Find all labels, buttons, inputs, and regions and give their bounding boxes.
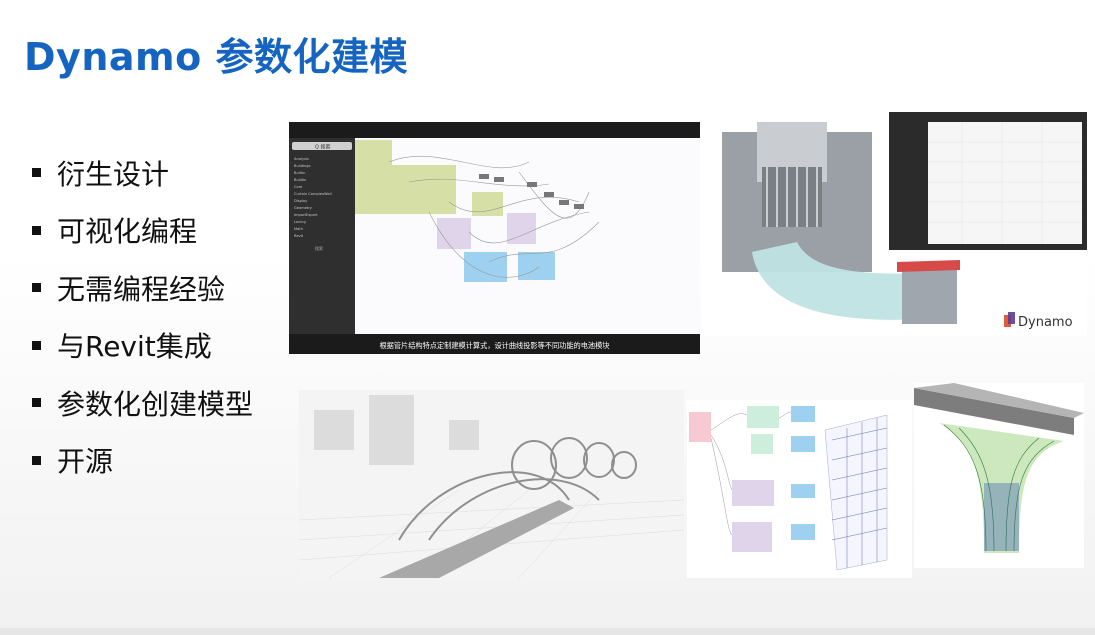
bullet-square-icon	[32, 340, 41, 350]
bullet-square-icon	[32, 283, 41, 293]
node-group-green	[472, 192, 503, 216]
search-label: Q 搜索	[315, 144, 331, 151]
video-caption: 根据管片结构特点定制建模计算式，设计曲线投影等不同功能的电池模块	[379, 341, 609, 350]
sidebar-button[interactable]: 搜索	[315, 245, 323, 251]
library-item[interactable]: Buildings	[294, 164, 311, 168]
library-item[interactable]: ImportExport	[294, 213, 318, 217]
library-item[interactable]: Buildin	[294, 178, 306, 182]
library-item[interactable]: Lacing	[294, 220, 306, 224]
library-item[interactable]: Curtain ComplexWall	[294, 192, 332, 196]
dynamo-graph-screenshot: Q 搜索 Analysis Buildings Builtin Buildin …	[289, 122, 700, 354]
bullet-item: 可视化编程	[32, 202, 253, 260]
library-item[interactable]: Math	[294, 227, 303, 231]
slide-title: Dynamo 参数化建模	[24, 35, 408, 79]
library-item[interactable]: Builtin	[294, 171, 305, 175]
bullet-item: 开源	[32, 432, 253, 490]
pier-model-screenshot	[914, 383, 1084, 568]
bullet-square-icon	[32, 398, 41, 408]
logo-icon	[1004, 312, 1015, 327]
node-group-green	[355, 140, 392, 165]
bullet-item: 参数化创建模型	[32, 374, 253, 432]
node-group-blue	[518, 252, 555, 280]
library-item[interactable]: Core	[294, 185, 303, 189]
library-item[interactable]: Display	[294, 199, 308, 203]
bullet-list: 衍生设计 可视化编程 无需编程经验 与Revit集成 参数化创建模型 开源	[32, 144, 253, 489]
bullet-square-icon	[32, 225, 41, 235]
bullet-square-icon	[32, 455, 41, 465]
search-box[interactable]	[292, 142, 352, 150]
bullet-square-icon	[32, 168, 41, 178]
node-group-blue	[464, 252, 507, 282]
library-sidebar	[289, 138, 355, 334]
bridge-model-screenshot	[299, 390, 684, 578]
library-item[interactable]: Analysis	[294, 157, 309, 161]
bullet-item: 无需编程经验	[32, 259, 253, 317]
turbine-model-screenshot: Dynamo	[702, 112, 1087, 336]
slide-footer-rule	[0, 628, 1095, 635]
dynamo-logo-text: Dynamo	[1018, 315, 1073, 330]
library-item[interactable]: Geometry	[294, 206, 313, 210]
library-item[interactable]: Revit	[294, 234, 304, 238]
bullet-item: 衍生设计	[32, 144, 253, 202]
node-group-green	[355, 165, 456, 214]
node-group-purple	[437, 218, 471, 249]
tower-model-screenshot	[687, 400, 912, 578]
bullet-item: 与Revit集成	[32, 317, 253, 375]
